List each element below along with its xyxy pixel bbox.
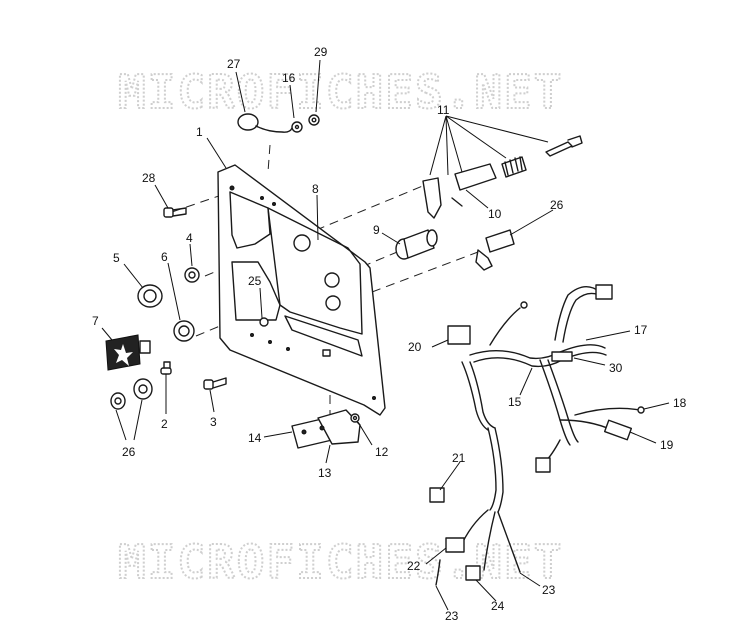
leader-lines — [101, 59, 670, 611]
callout-28: 28 — [142, 171, 156, 185]
callout-3: 3 — [210, 415, 217, 429]
ring-clip-part — [237, 113, 320, 133]
callout-14: 14 — [248, 431, 262, 445]
callout-5: 5 — [113, 251, 120, 265]
callout-15: 15 — [508, 395, 522, 409]
callout-6: 6 — [161, 250, 168, 264]
callout-25: 25 — [248, 274, 262, 288]
toggle-switch-part — [475, 229, 515, 271]
callout-10: 10 — [488, 207, 502, 221]
wiring-harness-part — [429, 284, 645, 586]
indicator-lamp-part — [105, 334, 151, 371]
callout-1: 1 — [196, 125, 203, 139]
callout-29: 29 — [314, 45, 328, 59]
hardware-part — [110, 361, 227, 410]
callout-22: 22 — [407, 559, 421, 573]
callout-7: 7 — [92, 314, 99, 328]
callout-12: 12 — [375, 445, 389, 459]
callout-8: 8 — [312, 182, 319, 196]
callout-18: 18 — [673, 396, 687, 410]
callout-21: 21 — [452, 451, 466, 465]
watermark-top: MICROFICHES.NET — [118, 65, 563, 119]
callout-2: 2 — [161, 417, 168, 431]
callout-19: 19 — [660, 438, 674, 452]
callout-23-left: 23 — [445, 609, 459, 623]
callout-24: 24 — [491, 599, 505, 613]
callout-26-left: 26 — [122, 445, 136, 459]
callout-11: 11 — [437, 103, 450, 117]
callout-13: 13 — [318, 466, 332, 480]
mounting-plate-part — [291, 409, 361, 449]
callout-27: 27 — [227, 57, 241, 71]
callout-23-right: 23 — [542, 583, 556, 597]
choke-assembly-part — [422, 135, 583, 219]
screw-part — [163, 207, 187, 218]
control-panel-bracket — [217, 164, 386, 416]
callout-4: 4 — [186, 231, 193, 245]
switch-part — [395, 229, 438, 260]
callout-26-right: 26 — [550, 198, 564, 212]
watermark-bottom: MICROFICHES.NET — [118, 535, 563, 589]
callout-16: 16 — [282, 71, 296, 85]
callout-20: 20 — [408, 340, 422, 354]
callout-labels: 1 2 3 4 5 6 7 8 9 10 11 12 13 14 15 16 1… — [92, 45, 687, 623]
knob-part — [137, 267, 200, 342]
callout-9: 9 — [373, 223, 380, 237]
callout-17: 17 — [634, 323, 648, 337]
callout-30: 30 — [609, 361, 623, 375]
